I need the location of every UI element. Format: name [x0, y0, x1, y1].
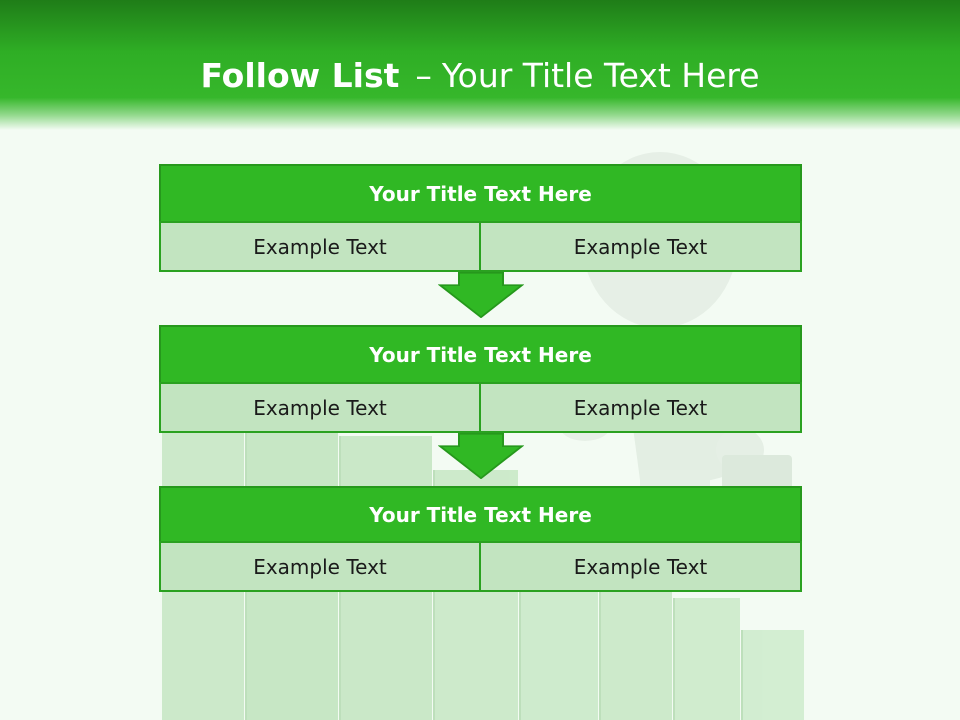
slide-title-separator: – — [415, 56, 432, 95]
down-arrow-icon — [438, 433, 524, 479]
step-block-2: Your Title Text Here Example Text Exampl… — [159, 325, 802, 433]
step-title-1: Your Title Text Here — [159, 164, 802, 223]
header-band: Follow List–Your Title Text Here — [0, 0, 960, 130]
down-arrow-icon — [438, 272, 524, 318]
step-cell-right-2: Example Text — [479, 382, 802, 433]
slide-title: Follow List–Your Title Text Here — [0, 52, 960, 100]
step-cell-left-1: Example Text — [159, 221, 481, 272]
step-cell-left-3: Example Text — [159, 541, 481, 592]
slide-title-rest: Your Title Text Here — [441, 56, 760, 95]
step-cell-right-3: Example Text — [479, 541, 802, 592]
step-title-3: Your Title Text Here — [159, 486, 802, 543]
slide-title-bold: Follow List — [200, 56, 400, 95]
step-block-1: Your Title Text Here Example Text Exampl… — [159, 164, 802, 272]
step-cell-left-2: Example Text — [159, 382, 481, 433]
step-cell-right-1: Example Text — [479, 221, 802, 272]
step-block-3: Your Title Text Here Example Text Exampl… — [159, 486, 802, 592]
step-title-2: Your Title Text Here — [159, 325, 802, 384]
